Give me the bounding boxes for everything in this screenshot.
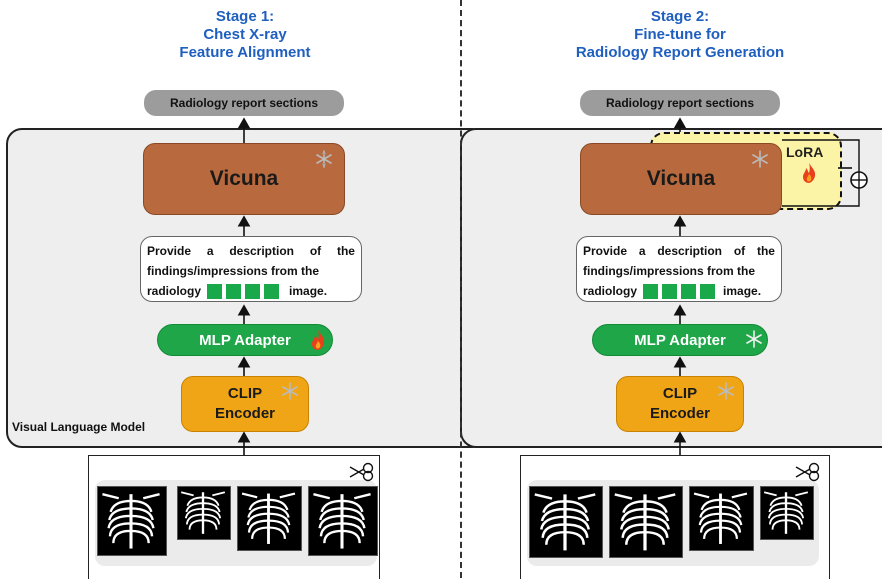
prompt-line-3: radiology image. [583, 284, 762, 300]
stage1-title: Stage 1: Chest X-ray Feature Alignment [179, 8, 311, 61]
image-token [681, 284, 697, 300]
mlp-adapter-stage1: MLP Adapter [157, 324, 333, 356]
scissors-icon [349, 462, 374, 482]
scissors-icon [795, 462, 820, 482]
image-token [245, 284, 261, 300]
snowflake-icon [716, 381, 736, 401]
image-token [207, 284, 223, 300]
vicuna-llm-stage2: Vicuna [580, 143, 782, 215]
clip-encoder-stage1: CLIP Encoder [181, 376, 309, 432]
vicuna-label: Vicuna [646, 167, 716, 190]
mlp-adapter-stage2: MLP Adapter [592, 324, 768, 356]
snowflake-icon [314, 149, 334, 169]
flame-icon [309, 329, 327, 351]
clip-encoder-stage2: CLIP Encoder [616, 376, 744, 432]
snowflake-icon [750, 149, 770, 169]
image-token [226, 284, 242, 300]
image-token [643, 284, 659, 300]
flame-icon [800, 162, 818, 184]
vicuna-label: Vicuna [209, 167, 279, 190]
stage2-title: Stage 2: Fine-tune for Radiology Report … [575, 8, 785, 61]
report-sections-stage2: Radiology report sections [580, 90, 780, 116]
snowflake-icon [744, 329, 764, 349]
prompt-line-2: findings/impressions from the [147, 264, 320, 278]
image-token [264, 284, 280, 300]
vlm-label: Visual Language Model [12, 420, 146, 434]
prompt-line-2: findings/impressions from the [583, 264, 756, 278]
report-sections-stage1: Radiology report sections [144, 90, 344, 116]
snowflake-icon [280, 381, 300, 401]
prompt-line-3: radiology image. [147, 284, 328, 300]
image-token [662, 284, 678, 300]
image-token [700, 284, 716, 300]
stage-divider-overlay [460, 0, 462, 578]
vicuna-llm-stage1: Vicuna [143, 143, 345, 215]
